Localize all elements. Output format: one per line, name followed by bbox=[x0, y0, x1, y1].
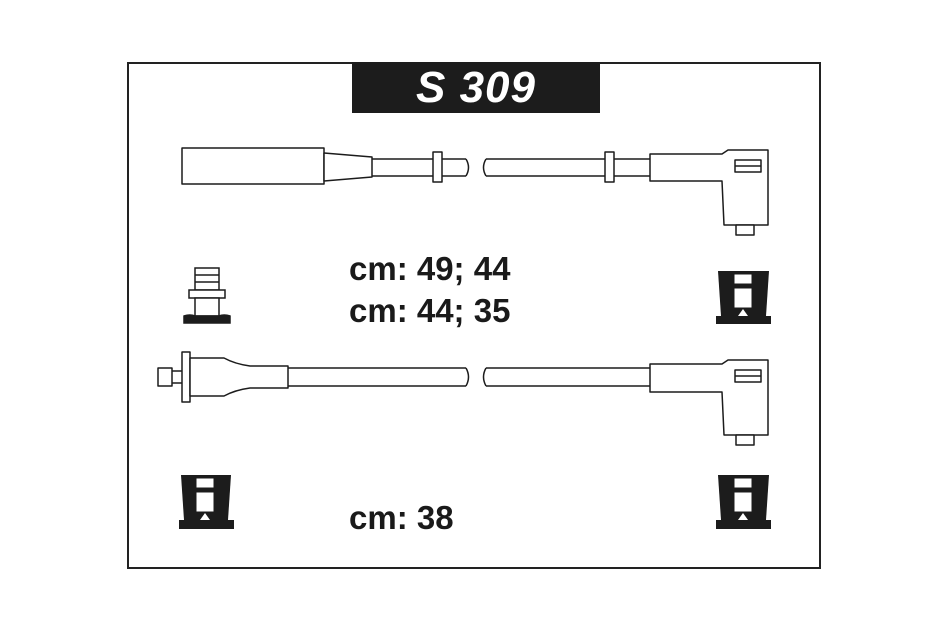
wire-break-right bbox=[482, 158, 487, 177]
straight-boot-body bbox=[181, 147, 325, 185]
coil-flange bbox=[181, 351, 191, 403]
cable-length-label: cm: 38 bbox=[349, 499, 454, 536]
wire-left-segment bbox=[372, 158, 466, 177]
wire-left-segment bbox=[288, 367, 466, 387]
spark-terminal bbox=[735, 224, 755, 236]
part-number: S 309 bbox=[416, 62, 536, 112]
spark-terminal bbox=[735, 434, 755, 446]
boot-taper bbox=[323, 152, 373, 182]
cable-length-label: cm: 44; 35 bbox=[349, 292, 511, 329]
wire-break-right bbox=[482, 367, 487, 387]
cable-1 bbox=[181, 147, 769, 236]
wire-ring bbox=[432, 151, 443, 183]
terminal-socket-icon bbox=[716, 271, 771, 324]
wire-ring bbox=[604, 151, 615, 183]
part-number-banner: S 309 bbox=[352, 62, 600, 113]
coil-boot bbox=[189, 357, 289, 397]
terminal-socket-icon bbox=[716, 475, 771, 529]
wire-break-left bbox=[465, 367, 470, 387]
terminal-plug-outline bbox=[183, 267, 231, 324]
wire-right-segment bbox=[486, 367, 650, 387]
wire-right-segment bbox=[486, 158, 650, 177]
terminal-socket-icon bbox=[179, 475, 234, 529]
cable-length-label: cm: 49; 44 bbox=[349, 250, 511, 287]
wire-break-left bbox=[465, 158, 470, 177]
coil-tab bbox=[157, 367, 173, 387]
coil-tab-shaft bbox=[172, 370, 182, 384]
cable-2 bbox=[157, 351, 769, 446]
